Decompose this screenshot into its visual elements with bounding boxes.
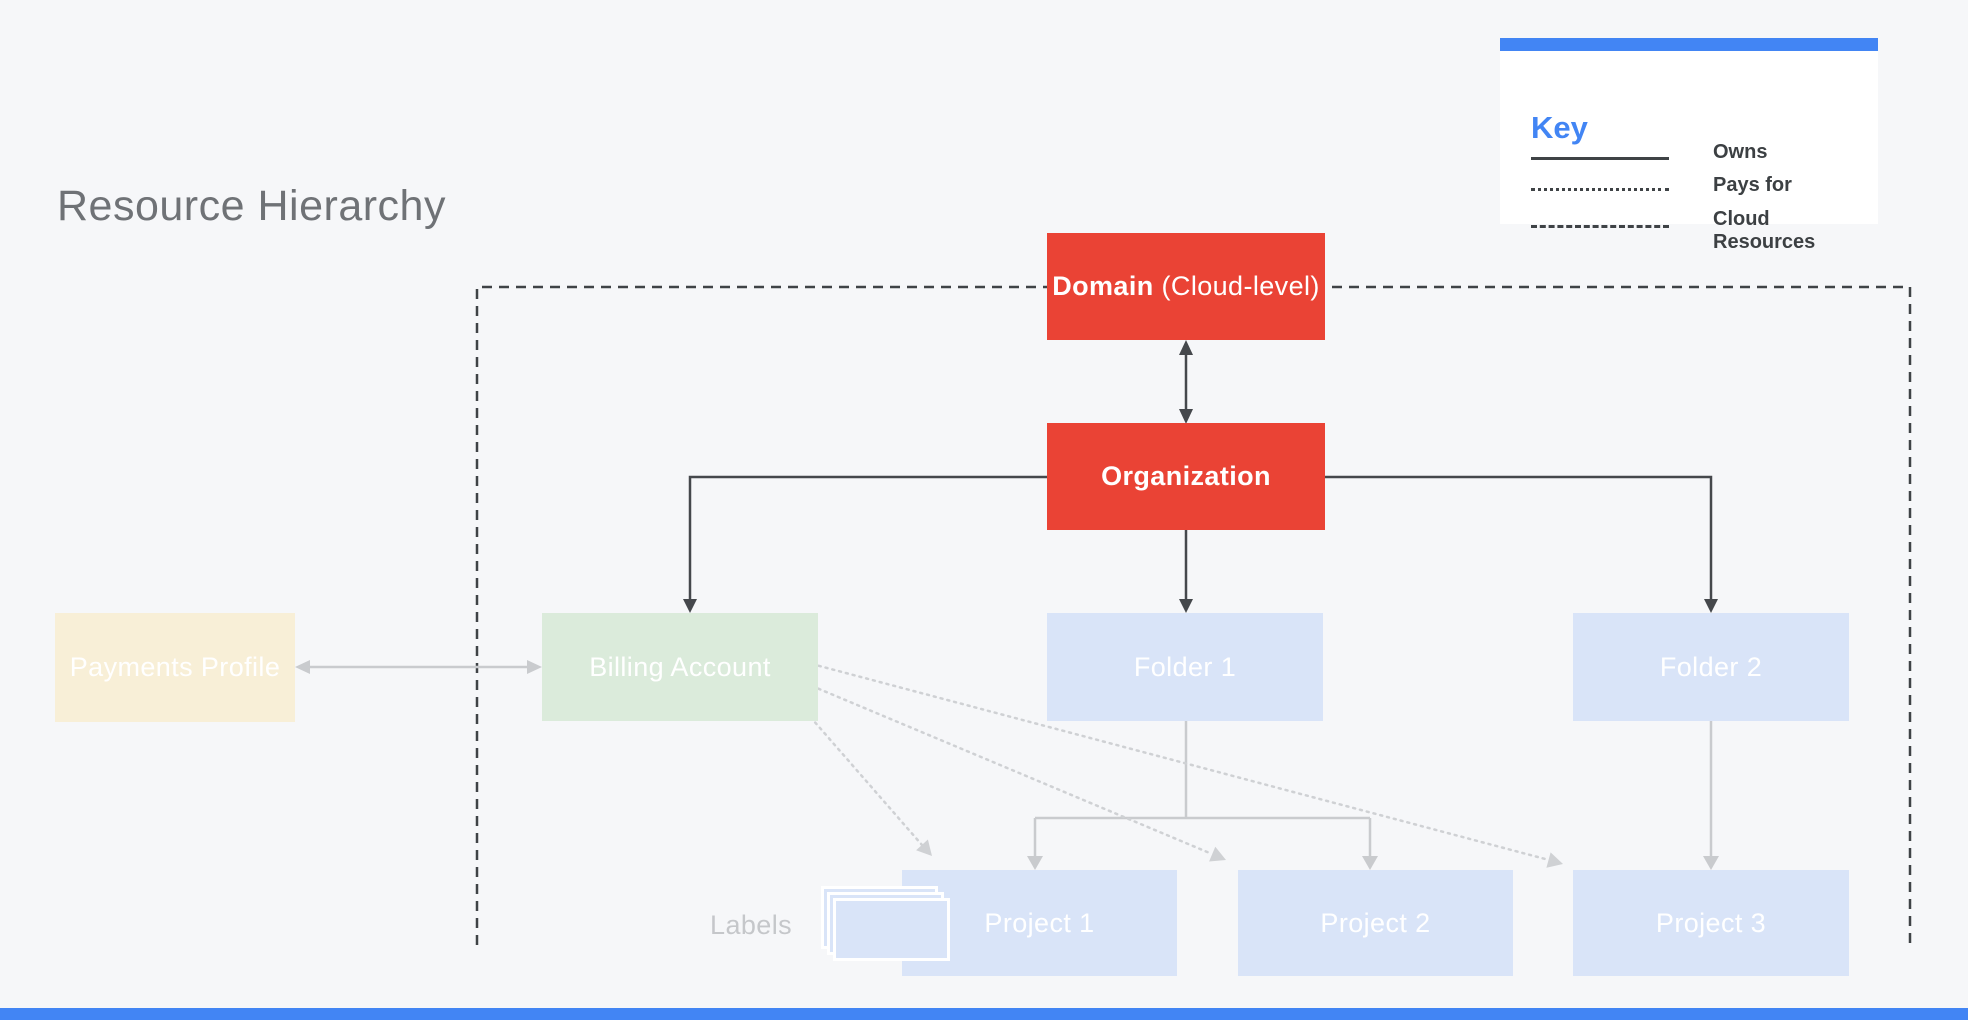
key-accent-bar	[1500, 38, 1878, 51]
key-heading: Key	[1531, 110, 1588, 145]
node-folder-2: Folder 2	[1573, 613, 1849, 721]
key-legend: Key Owns Pays for Cloud Resources	[1500, 38, 1878, 253]
cloud-resources-line-sample	[1531, 225, 1669, 228]
labels-cards-icon	[821, 886, 951, 962]
project-3-label: Project 3	[1655, 907, 1767, 938]
key-label-owns: Owns	[1713, 141, 1768, 163]
node-domain: Domain (Cloud-level)	[1047, 233, 1325, 340]
pays-for-arrowheads	[916, 839, 1563, 868]
node-folder-1: Folder 1	[1047, 613, 1323, 721]
owns-line-sample	[1531, 157, 1669, 160]
node-project-2: Project 2	[1238, 870, 1513, 976]
label-card-front	[833, 898, 950, 961]
folder-2-label: Folder 2	[1659, 651, 1763, 682]
project-2-label: Project 2	[1320, 907, 1431, 938]
domain-label: Domain	[1052, 271, 1154, 301]
payments-billing-arrowheads	[295, 660, 542, 674]
billing-account-label: Billing Account	[589, 651, 771, 682]
key-label-cloud-resources: Cloud Resources	[1713, 208, 1816, 253]
node-project-3: Project 3	[1573, 870, 1849, 976]
node-organization: Organization	[1047, 423, 1325, 530]
labels-caption: Labels	[710, 910, 792, 940]
node-payments-profile: Payments Profile	[55, 613, 295, 722]
organization-label: Organization	[1101, 461, 1271, 491]
node-billing-account: Billing Account	[542, 613, 818, 721]
domain-suffix: (Cloud-level)	[1161, 271, 1320, 301]
folder-owns-lines	[1033, 721, 1713, 856]
pays-for-lines	[804, 662, 1551, 862]
pays-for-line-sample	[1531, 188, 1669, 191]
page-title: Resource Hierarchy	[57, 182, 446, 230]
owns-arrowheads	[683, 340, 1718, 613]
bottom-accent-bar	[0, 1008, 1968, 1020]
payments-profile-label: Payments Profile	[69, 652, 281, 682]
owns-arrows	[688, 354, 1713, 599]
project-1-label: Project 1	[984, 907, 1095, 938]
cloud-resources-boundary	[475, 285, 1912, 950]
folder-1-label: Folder 1	[1133, 651, 1237, 682]
folder-owns-arrowheads	[1027, 856, 1719, 870]
key-label-pays-for: Pays for	[1713, 174, 1792, 196]
